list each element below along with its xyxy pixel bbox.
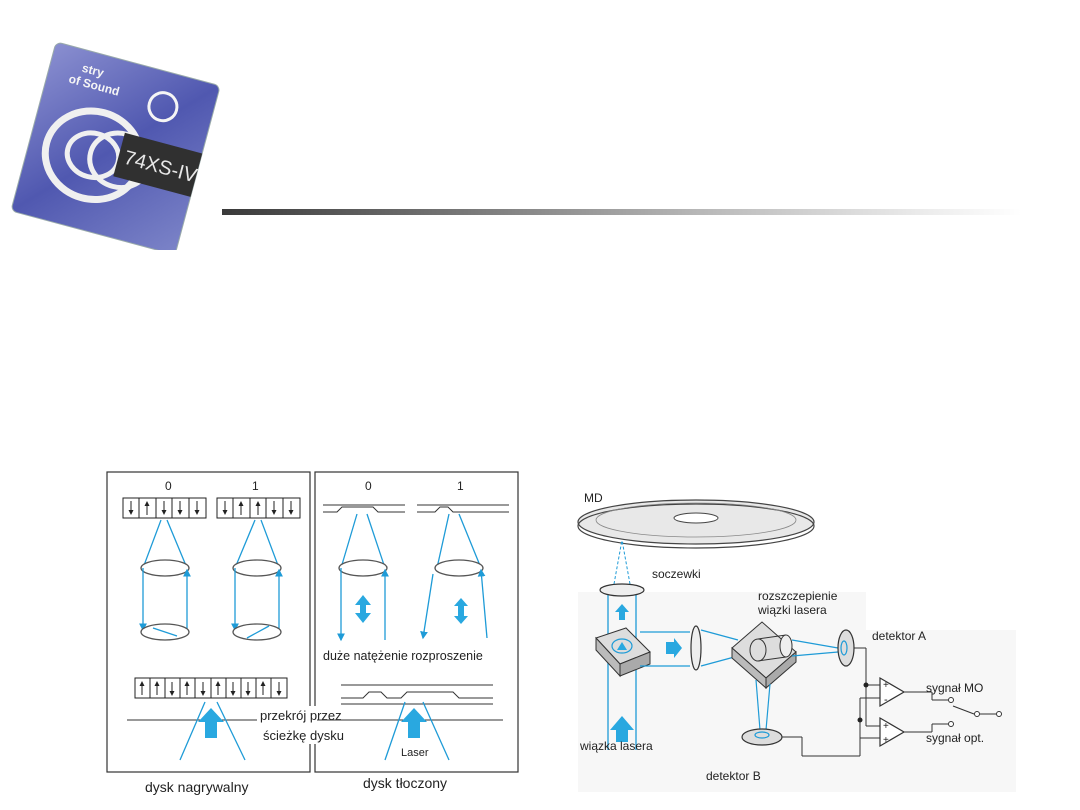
pressed-laser-arrow-icon: [401, 708, 427, 738]
amp-mo-sign-top: +: [883, 680, 889, 691]
title-divider: [222, 209, 1022, 215]
amplifier-mo: [879, 676, 906, 708]
detector-b-label: detektor B: [706, 769, 761, 783]
recordable-laser-label: Laser: [197, 747, 225, 759]
beam-right-arrow-icon: [666, 638, 682, 658]
pressed-strong-updown-arrow-icon: [355, 595, 371, 623]
md-label: MD: [584, 491, 603, 505]
signal-mo-label: sygnał MO: [926, 681, 983, 695]
pressed-intensity-label: duże natężenie rozproszenie: [323, 649, 483, 663]
laser-input-arrow-icon: [610, 716, 634, 742]
pressed-bit-1-label: 1: [457, 479, 464, 493]
recordable-optics-1: [231, 519, 283, 641]
amp-mo-sign-bottom: -: [884, 694, 888, 706]
amplifier-opt: [879, 716, 906, 748]
pressed-caption: dysk tłoczony: [363, 775, 447, 791]
pressed-optics-0: [337, 513, 389, 642]
domain-strip-1: [216, 497, 301, 519]
pressed-track-profile: [341, 684, 493, 705]
lens-label: soczewki: [652, 567, 701, 581]
recordable-track-strip: [134, 677, 288, 699]
signal-opt-label: sygnał opt.: [926, 731, 984, 745]
amp-opt-sign-top: +: [883, 721, 889, 732]
recordable-bit-1-label: 1: [252, 479, 259, 493]
recordable-caption: dysk nagrywalny: [145, 779, 249, 795]
pressed-optics-1: [420, 513, 488, 640]
lens: [599, 583, 645, 597]
splitter-label-line-1: rozszczepienie: [758, 589, 838, 603]
laser-beam-label: wiązka lasera: [579, 739, 653, 753]
pressed-surface-profiles: [323, 504, 509, 513]
logo-line-1: stry: [81, 61, 106, 80]
polarizer-lens: [690, 625, 702, 671]
pressed-laser-label: Laser: [401, 747, 429, 759]
pressed-bit-0-label: 0: [365, 479, 372, 493]
domain-strip-0: [122, 497, 207, 519]
md-readout-diagram: MD soczewki rozszczepienie wiązki lasera: [577, 491, 1016, 792]
amp-opt-sign-bottom: +: [883, 735, 889, 746]
detector-b: [741, 728, 783, 746]
minidisc-logo: 74XS-IV stry of Sound: [11, 42, 220, 250]
recordable-bit-0-label: 0: [165, 479, 172, 493]
cross-section-label-line-1: przekrój przez: [260, 708, 342, 723]
detector-a: [837, 629, 855, 667]
beam-splitter-cube: [731, 621, 797, 690]
detector-a-label: detektor A: [872, 629, 926, 643]
splitter-label-line-2: wiązki lasera: [757, 603, 827, 617]
pressed-weak-updown-arrow-icon: [454, 598, 468, 624]
output-switch: [904, 691, 1002, 733]
beam-splitter-prism: [595, 627, 651, 678]
beam-up-arrow-icon: [615, 604, 629, 620]
minidisc-disc: [577, 499, 815, 549]
cross-section-label-line-2: ścieżkę dysku: [263, 728, 344, 743]
recordable-laser-arrow-icon: [198, 708, 224, 738]
recordable-optics-0: [139, 519, 191, 641]
disc-type-diagram: 0 1: [106, 471, 519, 795]
